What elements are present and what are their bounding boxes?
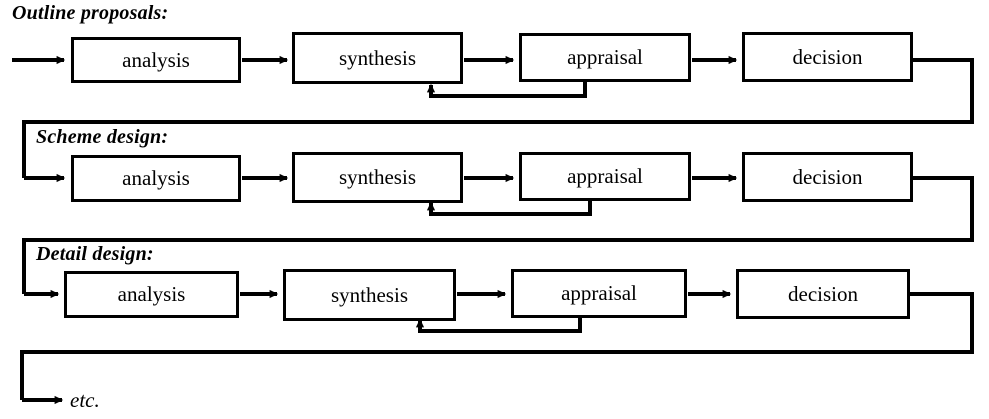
stage-label-decision: decision — [788, 281, 858, 306]
stage-label-decision: decision — [792, 164, 863, 189]
stage-box-detail-design-decision[interactable]: decision — [736, 269, 910, 319]
row3-feedback-appraisal-to-synthesis — [415, 317, 582, 333]
stage-box-scheme-design-appraisal[interactable]: appraisal — [519, 152, 691, 201]
stage-label-analysis: analysis — [122, 47, 190, 72]
stage-box-outline-proposals-decision[interactable]: decision — [742, 32, 913, 82]
stage-box-scheme-design-synthesis[interactable]: synthesis — [292, 152, 463, 203]
row1-decision-to-row2-analysis — [22, 58, 974, 178]
stage-label-appraisal: appraisal — [567, 45, 643, 69]
stage-label-synthesis: synthesis — [338, 165, 416, 189]
stage-label-appraisal: appraisal — [567, 164, 643, 188]
row-heading-detail-design: Detail design: — [36, 243, 154, 265]
stage-label-decision: decision — [792, 44, 863, 69]
stage-box-outline-proposals-synthesis[interactable]: synthesis — [292, 32, 463, 84]
stage-box-scheme-design-analysis[interactable]: analysis — [71, 155, 241, 202]
stage-box-detail-design-analysis[interactable]: analysis — [64, 271, 239, 318]
stage-label-appraisal: appraisal — [561, 281, 637, 305]
stage-label-synthesis: synthesis — [330, 282, 408, 307]
stage-box-detail-design-synthesis[interactable]: synthesis — [283, 269, 456, 321]
row1-feedback-appraisal-to-synthesis — [426, 82, 587, 98]
stage-label-synthesis: synthesis — [338, 45, 416, 70]
stage-box-scheme-design-decision[interactable]: decision — [742, 152, 913, 202]
stage-label-analysis: analysis — [122, 166, 190, 190]
stage-box-detail-design-appraisal[interactable]: appraisal — [511, 269, 687, 318]
stage-label-analysis: analysis — [117, 282, 186, 306]
row-heading-outline-proposals: Outline proposals: — [12, 2, 169, 24]
row-heading-scheme-design: Scheme design: — [36, 126, 169, 148]
row3-decision-to-etc — [20, 292, 974, 400]
row2-decision-to-row3-analysis — [22, 176, 974, 294]
stage-box-outline-proposals-analysis[interactable]: analysis — [71, 37, 241, 83]
row2-feedback-appraisal-to-synthesis — [426, 200, 592, 216]
stage-box-outline-proposals-appraisal[interactable]: appraisal — [519, 33, 691, 82]
terminal-label-etc: etc. — [70, 388, 100, 412]
